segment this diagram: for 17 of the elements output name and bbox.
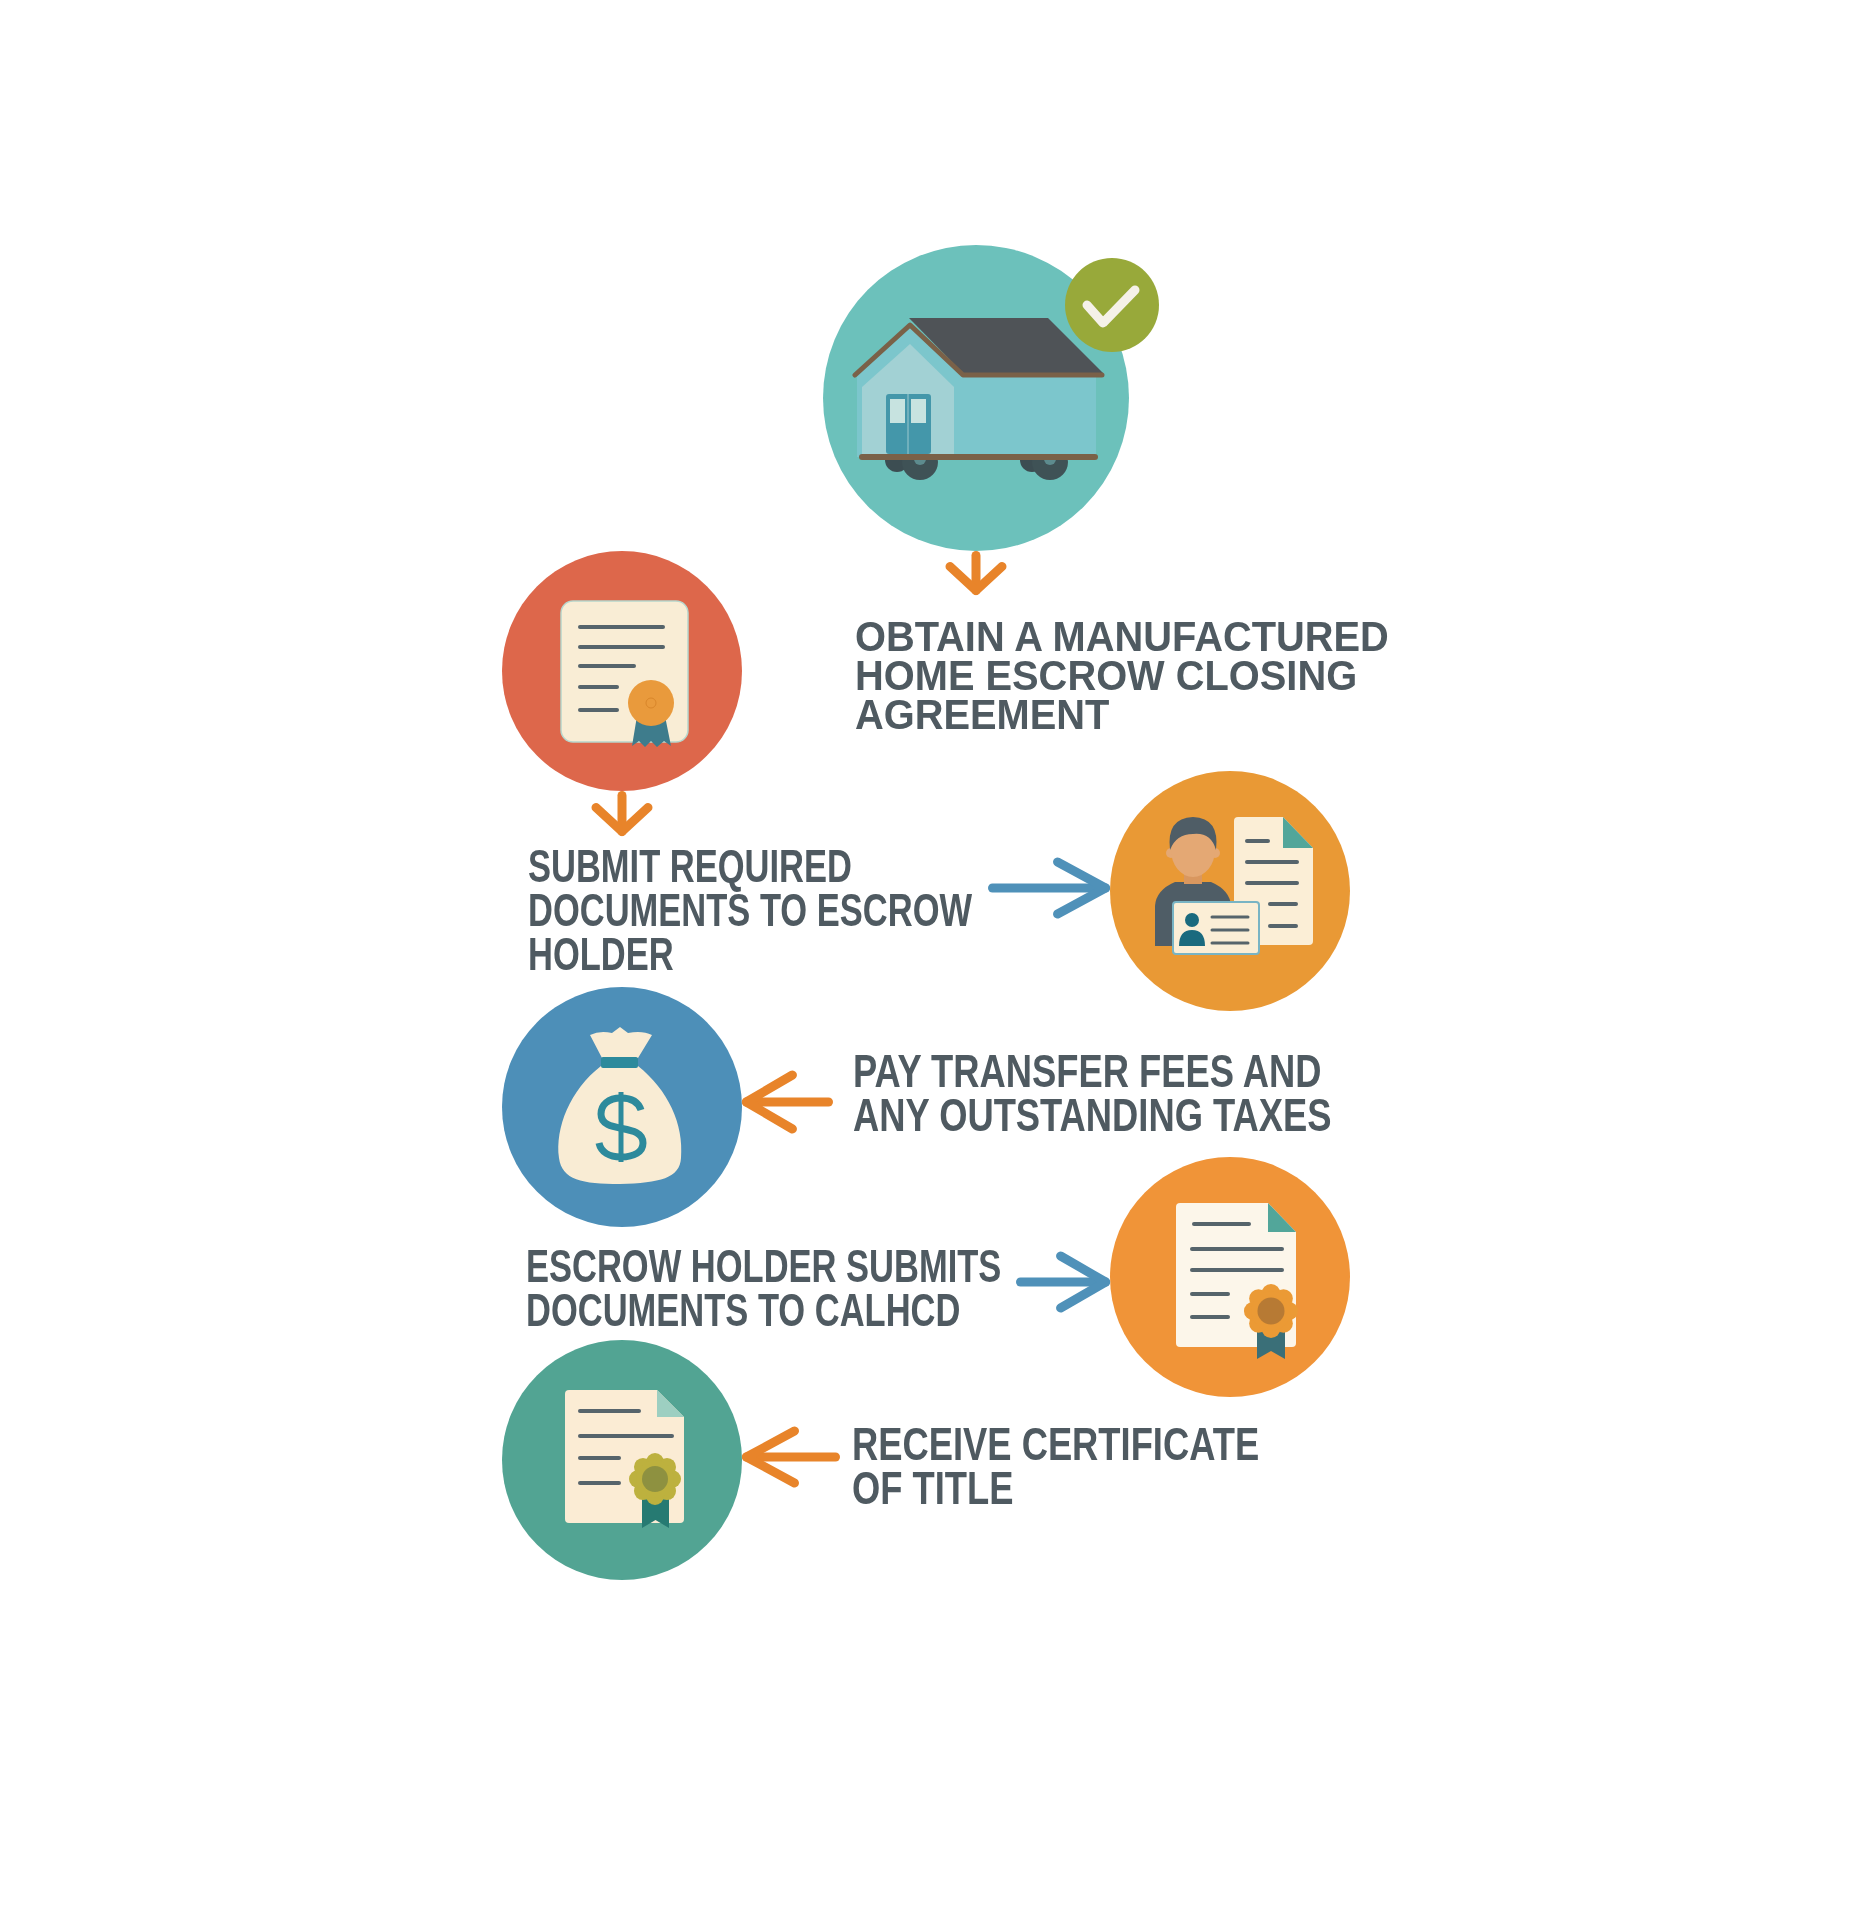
step-text: OBTAIN A MANUFACTURED HOME ESCROW CLOSING AGREEMENT	[855, 612, 1390, 734]
person-with-documents-icon	[1110, 771, 1350, 1011]
arrow	[1016, 1251, 1111, 1313]
certificate-icon	[502, 1340, 742, 1580]
mobile-home-icon	[823, 245, 1160, 552]
step-text: PAY TRANSFER FEES AND ANY OUTSTANDING TAXES	[852, 1049, 1333, 1137]
step-text: ESCROW HOLDER SUBMITS DOCUMENTS TO CALHCD	[526, 1244, 1003, 1332]
step-text: RECEIVE CERTIFICATE OF TITLE	[851, 1422, 1261, 1510]
arrow	[591, 791, 653, 836]
money-bag-icon	[502, 987, 742, 1227]
arrow	[945, 551, 1007, 595]
step-text: SUBMIT REQUIRED DOCUMENTS TO ESCROW HOLDER	[528, 839, 974, 976]
certificate-icon	[1110, 1157, 1350, 1397]
arrow	[741, 1426, 840, 1488]
arrow	[741, 1070, 833, 1134]
certificate-icon	[502, 551, 742, 791]
arrow	[988, 857, 1111, 919]
